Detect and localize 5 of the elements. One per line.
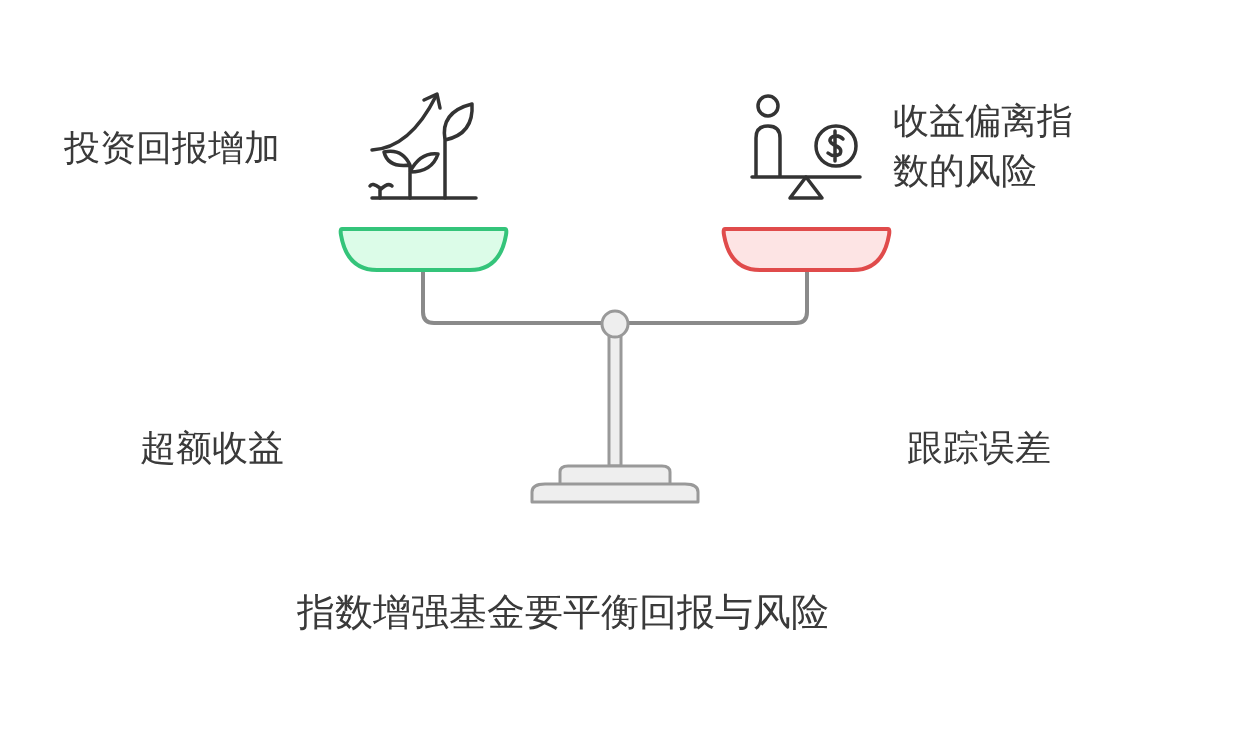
- caption: 指数增强基金要平衡回报与风险: [297, 589, 829, 636]
- scale-label: 超额收益: [140, 426, 284, 470]
- scale-label: 跟踪误差: [907, 426, 1051, 470]
- scale-label: 收益偏离指数的风险: [893, 99, 1074, 193]
- scale-label: 投资回报增加: [64, 126, 280, 170]
